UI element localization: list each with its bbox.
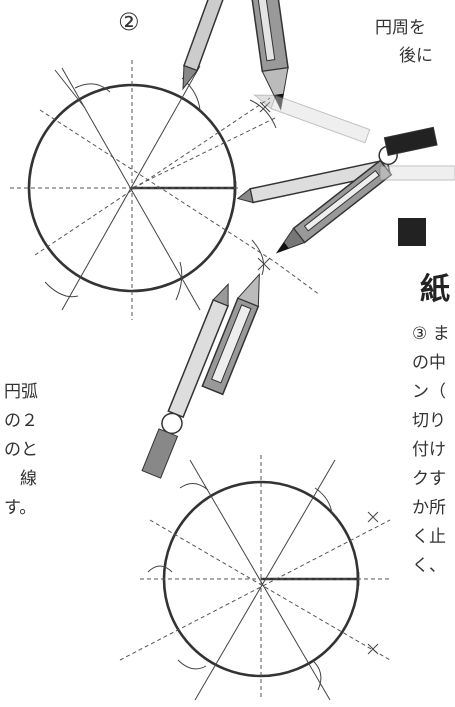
right-column-line-2: の中 (412, 353, 446, 373)
compass-icon (236, 94, 455, 254)
top-right-text-line-2: 後に (399, 46, 433, 66)
left-column-line-2: の２ (4, 411, 38, 431)
right-column-line-3: ン（ (412, 382, 446, 402)
step-marker: ② (118, 8, 140, 36)
left-column-line-5: す。 (4, 498, 37, 518)
compass-icon (141, 273, 260, 479)
right-column-line-4: 切り (412, 411, 446, 431)
top-right-text-line-1: 円周を (375, 18, 426, 38)
upper-circle-construction (10, 60, 321, 320)
right-column-line-9: く、 (412, 556, 446, 576)
right-column-line-6: クす (412, 469, 446, 489)
right-column-line-1: ③ ま (412, 324, 450, 344)
left-column-line-1: 円弧 (4, 382, 38, 402)
left-column-line-4: 線 (20, 469, 37, 489)
right-column-line-7: か所 (412, 498, 446, 518)
section-heading: 紙 (420, 272, 450, 307)
right-column-line-5: 付け (412, 440, 446, 460)
left-column-line-3: のと (4, 440, 38, 460)
lower-circle-construction (119, 455, 391, 701)
section-bullet (398, 218, 426, 246)
compass-icon (182, 0, 289, 111)
right-column-line-8: く止 (412, 527, 446, 547)
